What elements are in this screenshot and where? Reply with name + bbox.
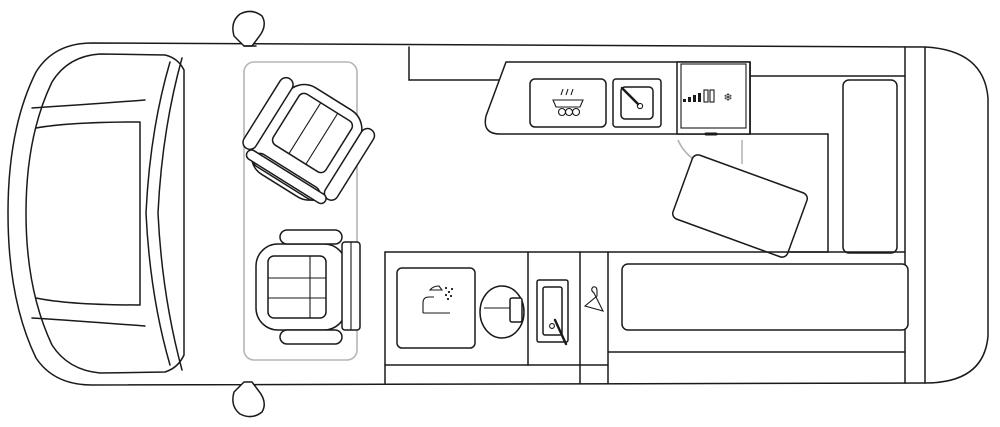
bed-icon	[842, 79, 898, 254]
van-outline	[7, 42, 989, 386]
table-icon	[671, 154, 809, 258]
washbasin-icon	[536, 279, 569, 346]
shower-icon	[396, 267, 476, 349]
fridge-icon: ❄	[676, 61, 751, 136]
toilet-icon	[479, 285, 525, 339]
seat-icon	[255, 229, 361, 345]
sink-icon	[612, 78, 662, 128]
cab-seat-zone	[243, 61, 358, 361]
kitchen-block: ❄	[408, 46, 906, 253]
mirror-bottom-icon	[232, 381, 265, 418]
mirror-top-icon	[232, 10, 265, 47]
stove-icon	[529, 78, 607, 128]
swivel-seat-icon	[242, 76, 376, 205]
van-body	[7, 10, 989, 418]
hood-crease-top	[31, 99, 146, 109]
bathroom-block	[384, 251, 906, 384]
windshield	[145, 61, 171, 366]
windshield-base	[157, 57, 183, 371]
svg-text:❄: ❄	[723, 91, 732, 104]
bench-icon	[621, 263, 909, 331]
hood-inner-line	[25, 53, 185, 374]
hanger-icon	[583, 286, 605, 312]
hood-crease-bottom	[31, 317, 146, 327]
hood-panel	[35, 121, 141, 306]
